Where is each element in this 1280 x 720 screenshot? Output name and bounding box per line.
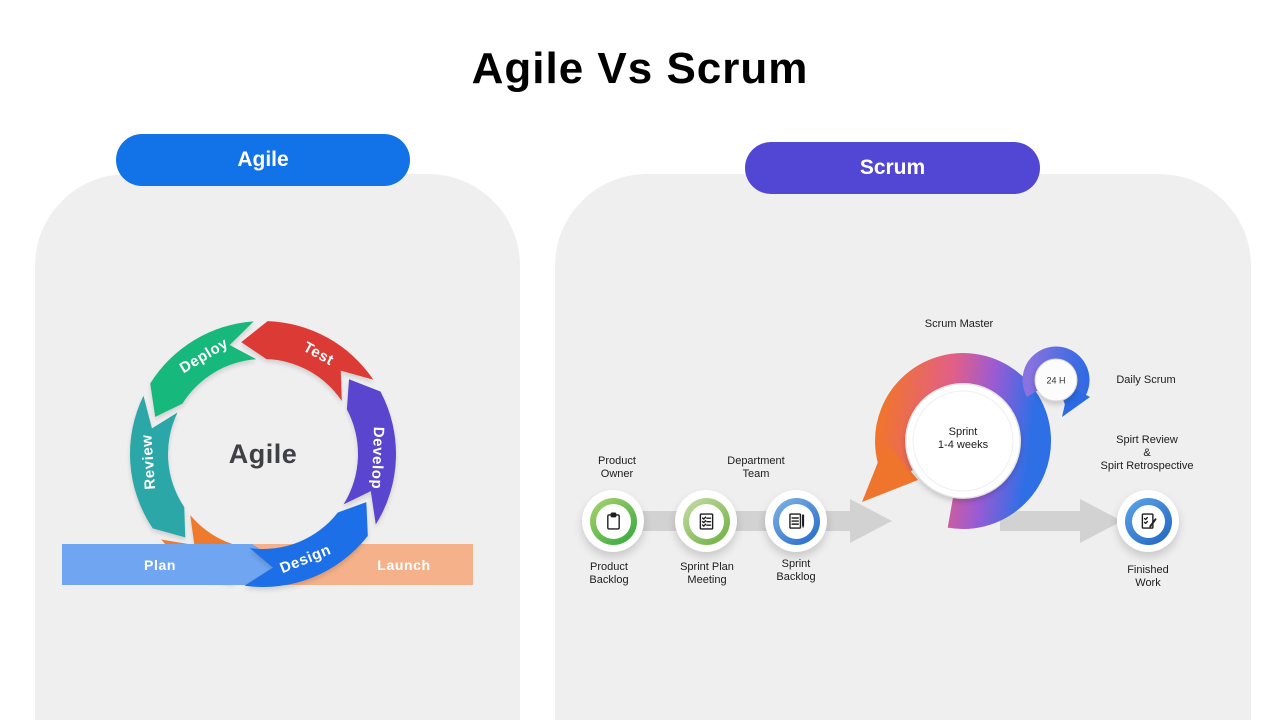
launch-label: Launch xyxy=(377,557,430,573)
ring-segment-review xyxy=(129,395,186,538)
checklist-icon xyxy=(699,512,713,530)
clipboard-icon xyxy=(606,511,620,530)
sprint-review-retrospective-label: Spirt Review & Spirt Retrospective xyxy=(1100,434,1194,472)
sprint-loop-arrowhead xyxy=(862,442,918,502)
document-pencil-icon xyxy=(788,512,804,529)
page-title: Agile Vs Scrum xyxy=(471,44,809,93)
product-owner-label: Product Owner xyxy=(598,455,636,480)
finished-work-label: Finished Work xyxy=(1127,564,1169,589)
ring-segment-test xyxy=(241,321,374,401)
daily-scrum-badge: 24 H xyxy=(1046,376,1065,386)
daily-scrum-label: Daily Scrum xyxy=(1116,374,1176,386)
product-backlog-circle xyxy=(582,490,644,552)
department-team-label: Department Team xyxy=(727,455,785,480)
finished-work-icon xyxy=(1141,512,1156,529)
sprint-backlog-label: Sprint Backlog xyxy=(776,558,816,583)
agile-header-label: Agile xyxy=(237,148,289,171)
blue-ring xyxy=(772,497,820,545)
green-ring xyxy=(589,497,637,545)
ring-label-develop: Develop xyxy=(368,426,387,489)
scrum-master-label: Scrum Master xyxy=(924,318,994,330)
blue-ring xyxy=(1124,497,1172,545)
light-green-ring xyxy=(682,497,730,545)
sprint-plan-meeting-circle xyxy=(675,490,737,552)
finished-work-circle xyxy=(1117,490,1179,552)
scrum-header-label: Scrum xyxy=(859,156,926,179)
ring-label-review: Review xyxy=(138,434,159,490)
ring-segment-deploy xyxy=(150,321,257,417)
sprint-circle-inner xyxy=(912,390,1014,492)
agile-panel xyxy=(35,174,520,720)
scrum-header-pill: Scrum xyxy=(745,142,1040,194)
product-backlog-label: Product Backlog xyxy=(589,561,629,586)
sprint-plan-meeting-label: Sprint Plan Meeting xyxy=(680,561,734,586)
sprint-circle-label: Sprint 1-4 weeks xyxy=(937,426,989,451)
sprint-loop-arrow xyxy=(875,353,1052,529)
daily-scrum-badge-circle xyxy=(1034,358,1078,402)
ring-segment-design xyxy=(244,502,368,587)
plan-arrow xyxy=(62,544,284,585)
agile-center-label: Agile xyxy=(229,439,298,469)
agile-header-pill: Agile xyxy=(116,134,410,186)
ring-segment-develop xyxy=(343,379,396,525)
flow-arrow xyxy=(1000,499,1122,543)
plan-label: Plan xyxy=(144,557,176,573)
sprint-backlog-circle xyxy=(765,490,827,552)
